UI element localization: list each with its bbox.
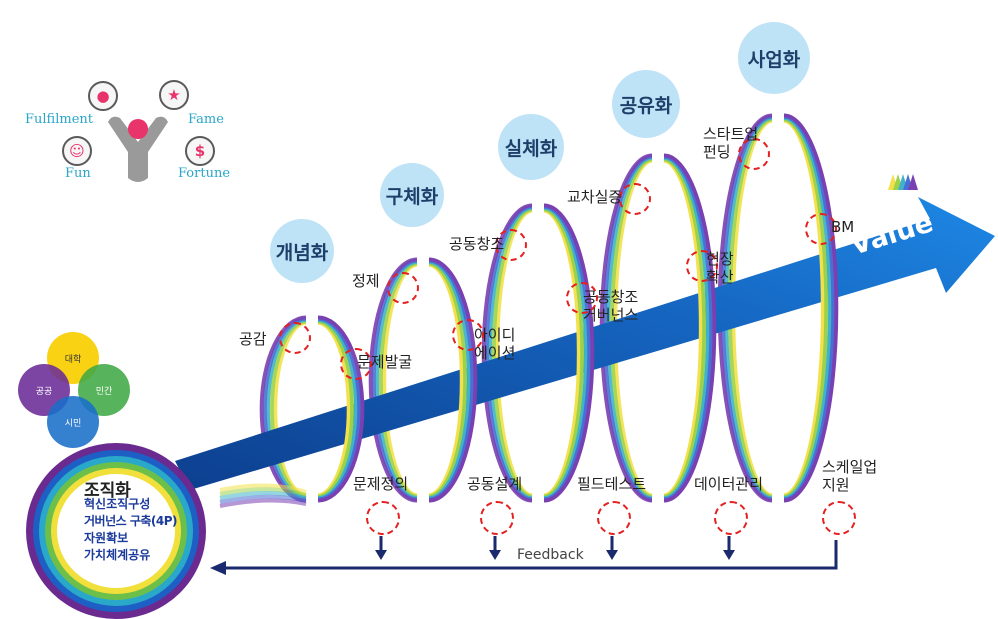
venn-citizen: 시민: [47, 396, 99, 448]
label-co-design: 공동설계: [467, 475, 523, 493]
org-item: 가치체계공유: [84, 548, 151, 562]
feedback-loop: [210, 540, 838, 575]
spiral-tail: [219, 498, 307, 508]
label-bm: BM: [831, 218, 855, 236]
motivation-fame: Fame: [188, 112, 224, 127]
label-cocreation: 공동창조: [449, 235, 505, 253]
marker-co-design: [480, 501, 514, 535]
dollar-icon: $: [185, 136, 215, 166]
motivation-fortune: Fortune: [178, 166, 231, 181]
spiral-band-front: [543, 208, 581, 498]
spiral-band-front: [663, 156, 710, 500]
venn-citizen-label: 시민: [64, 418, 82, 429]
spiral-tail: [219, 494, 307, 504]
marker-cocreation: [495, 229, 527, 261]
label-problem-discovery: 문제발굴: [357, 353, 413, 371]
down-arrow-head: [723, 550, 735, 560]
marker-cross-verification: [619, 183, 651, 215]
label-problem-definition: 문제정의: [353, 475, 409, 493]
spiral-band-front: [663, 157, 707, 499]
venn-public-label: 공공: [35, 386, 53, 397]
org-item: 자원확보: [84, 531, 129, 545]
marker-field-spread: [686, 250, 718, 282]
spiral-band-front: [317, 318, 358, 500]
org-item: 거버넌스 구축(4P): [84, 514, 178, 528]
feedback-line: [222, 540, 838, 570]
spiral-front-band: [317, 113, 839, 503]
spiral-band-front: [428, 260, 471, 500]
marker-cocreation-governance: [566, 282, 598, 314]
spiral-band-front: [663, 154, 714, 502]
person-icon: ●: [88, 81, 118, 111]
spiral-tail: [219, 483, 307, 494]
org-ring-core: [57, 474, 175, 588]
down-arrow-head: [375, 550, 387, 560]
label-refine: 정제: [352, 272, 380, 290]
spiral-band-front: [543, 207, 585, 499]
marker-ideation: [452, 319, 484, 351]
spiral-band-front: [317, 320, 351, 498]
spiral-tip: [908, 174, 918, 190]
spiral-band-front: [663, 153, 717, 503]
org-title: 조직화: [84, 481, 131, 501]
spiral-tail: [219, 491, 307, 500]
marker-bm: [805, 213, 837, 245]
label-cocreation-governance: 공동창조 거버넌스: [583, 288, 639, 324]
spiral-band-front: [428, 257, 478, 503]
label-field-test: 필드테스트: [577, 475, 647, 493]
marker-problem-discovery: [340, 348, 372, 380]
spiral-band-back: [491, 207, 533, 499]
marker-refine: [387, 272, 419, 304]
spiral-band-front: [317, 319, 354, 499]
motivation-fun: Fun: [65, 166, 91, 181]
stage-bubble-share: 공유화: [612, 70, 680, 138]
marker-startup-funding: [738, 138, 770, 170]
spiral-band-front: [317, 315, 365, 503]
org-item-list: 혁신조직구성 거버넌스 구축(4P) 자원확보 가치체계공유: [84, 496, 178, 564]
stage-bubble-concretize: 구체화: [380, 163, 444, 227]
label-data-management: 데이터관리: [694, 475, 764, 493]
spiral-band-front: [428, 262, 464, 498]
feedback-arrowhead: [210, 561, 226, 575]
venn-private-label: 민간: [95, 386, 113, 397]
spiral-band-front: [783, 118, 825, 498]
spiral-band-front: [317, 316, 362, 502]
spiral-band-back: [495, 208, 533, 498]
feedback-label: Feedback: [517, 547, 584, 563]
label-scaleup: 스케일업 지원: [822, 458, 878, 494]
org-item: 혁신조직구성: [84, 497, 151, 511]
down-arrow-head: [606, 550, 618, 560]
label-startup-funding: 스타트업 펀딩: [703, 125, 759, 161]
spiral-band-back: [481, 203, 533, 503]
down-arrow-head: [489, 550, 501, 560]
down-arrows: [375, 536, 735, 560]
stage-bubble-concept: 개념화: [270, 219, 334, 283]
marker-scaleup: [822, 501, 856, 535]
spiral-band-front: [783, 117, 829, 499]
spiral-tail: [219, 487, 307, 497]
marker-problem-definition: [366, 501, 400, 535]
spiral-band-front: [663, 158, 703, 498]
label-cross-verification: 교차실증: [567, 188, 623, 206]
label-field-spread: 현장 확산: [706, 250, 734, 286]
stage-bubble-commercialize: 사업화: [738, 22, 810, 94]
marker-empathy: [279, 322, 311, 354]
marker-field-test: [597, 501, 631, 535]
motivation-fulfilment: Fulfilment: [25, 112, 93, 127]
smiley-icon: ☺: [62, 136, 92, 166]
marker-data-management: [714, 501, 748, 535]
label-ideation: 아이디 에이션: [474, 326, 516, 362]
venn-university-label: 대학: [64, 354, 82, 365]
spiral-band-front: [428, 261, 467, 499]
spiral-band-front: [543, 203, 595, 503]
star-icon: ★: [159, 80, 189, 110]
label-empathy: 공감: [239, 330, 267, 348]
spiral-band-front: [783, 113, 839, 503]
spiral-band-front: [428, 258, 475, 502]
stage-bubble-realize: 실체화: [498, 114, 564, 180]
